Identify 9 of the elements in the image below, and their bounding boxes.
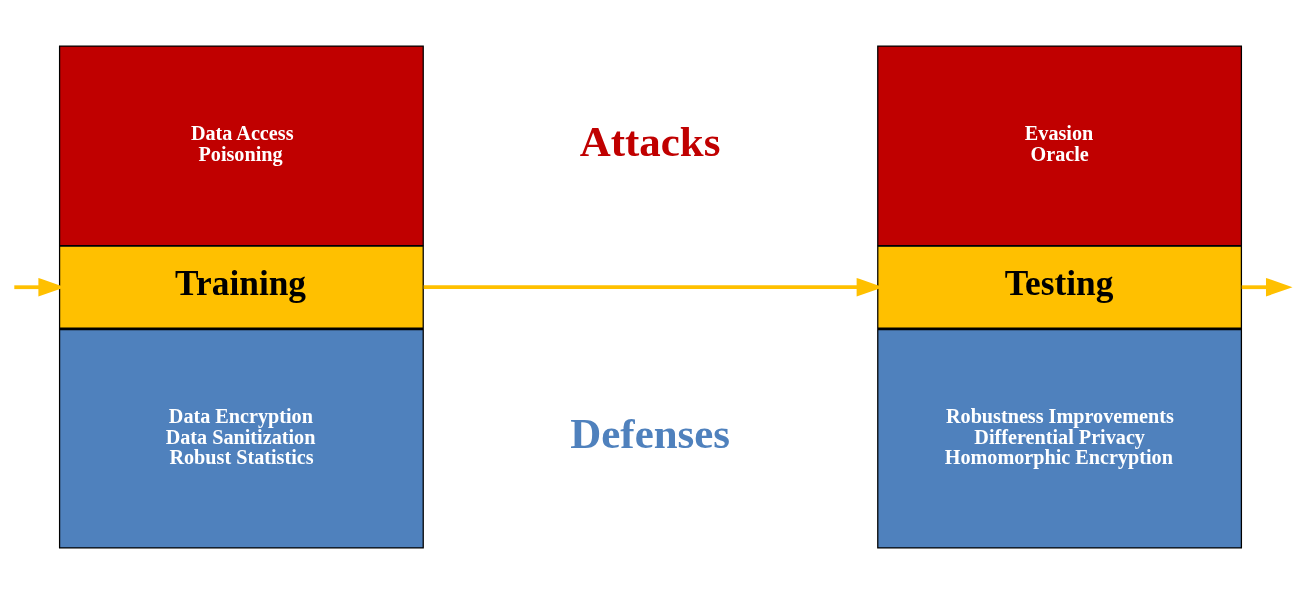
label: Defenses <box>570 410 730 458</box>
node-box: Data Access Poisoning <box>58 45 424 247</box>
node-box: Evasion Oracle <box>877 45 1243 247</box>
node-box: Testing <box>877 245 1243 329</box>
node-box: Data Encryption Data Sanitization Robust Statistics <box>58 328 424 549</box>
node-box: Training <box>58 245 424 329</box>
arrow <box>1241 277 1293 297</box>
node-box: Robustness Improvements Differential Privacy Homomorphic Encryption <box>877 328 1243 549</box>
label: Attacks <box>579 117 721 165</box>
